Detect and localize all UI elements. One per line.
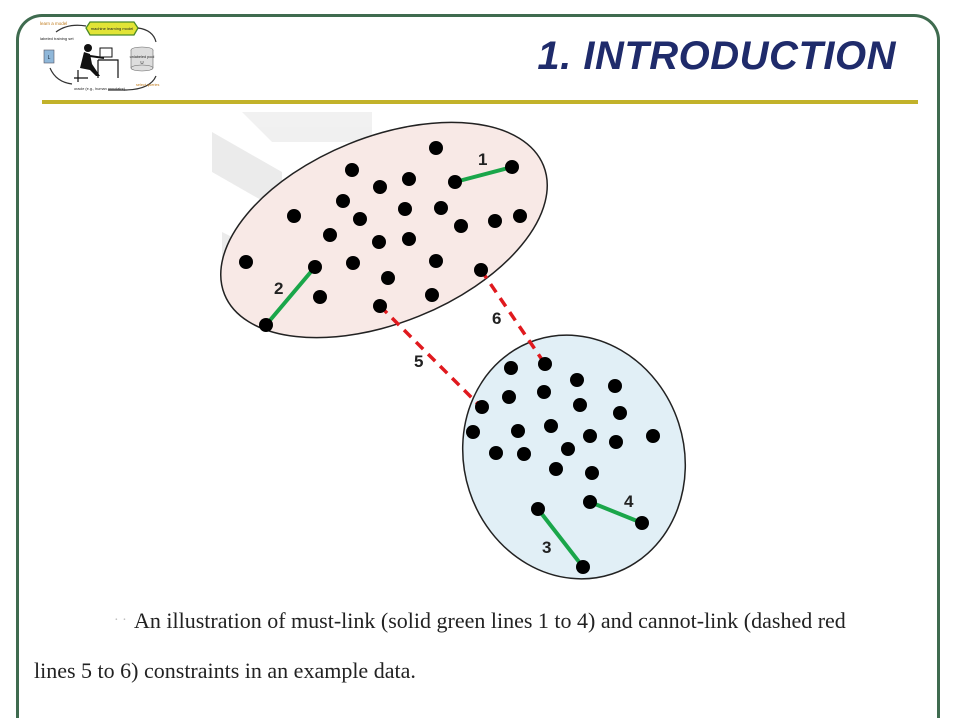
data-point: [570, 373, 584, 387]
data-point: [488, 214, 502, 228]
data-point: [287, 209, 301, 223]
data-point: [402, 232, 416, 246]
data-point: [513, 209, 527, 223]
data-point: [434, 201, 448, 215]
constraint-label-3: 3: [542, 538, 551, 557]
data-point: [336, 194, 350, 208]
caption-marker: · ·: [114, 613, 127, 628]
logo-bottom-right-label: select queries: [136, 83, 160, 87]
logo-left-label: labeled training set: [40, 36, 74, 41]
constraint-label-5: 5: [414, 352, 423, 371]
data-point: [583, 495, 597, 509]
data-point: [448, 175, 462, 189]
data-point: [517, 447, 531, 461]
unlabeled-pool-icon: [130, 46, 154, 72]
logo-bottom-arrow: [108, 75, 157, 91]
data-point: [425, 288, 439, 302]
data-point: [609, 435, 623, 449]
data-point: [502, 390, 516, 404]
data-point: [561, 442, 575, 456]
must-link-line-3: [536, 507, 585, 569]
data-point: [308, 260, 322, 274]
logo-right-var: U: [140, 60, 143, 65]
data-point: [454, 219, 468, 233]
data-point: [505, 160, 519, 174]
data-point: [573, 398, 587, 412]
data-point: [549, 462, 563, 476]
data-point: [646, 429, 660, 443]
slide-title: 1. INTRODUCTION: [537, 34, 896, 78]
data-point: [346, 256, 360, 270]
data-point: [635, 516, 649, 530]
logo-training-set: [43, 49, 55, 64]
figure-caption: · · An illustration of must-link (solid …: [34, 596, 934, 696]
data-point: [373, 299, 387, 313]
logo-top-label: learn a model: [40, 21, 67, 26]
slide-frame: [16, 14, 940, 718]
logo-top-arrow: [55, 24, 87, 33]
data-point: [576, 560, 590, 574]
constraint-label-6: 6: [492, 309, 501, 328]
must-link-line-1: [454, 165, 513, 184]
data-point: [475, 400, 489, 414]
data-point: [585, 466, 599, 480]
data-point: [353, 212, 367, 226]
constraint-label-1: 1: [478, 150, 487, 169]
must-link-line-2: [264, 265, 317, 327]
active-learning-logo: learn a model machine learning model lab…: [40, 21, 160, 91]
data-point: [537, 385, 551, 399]
data-point: [544, 419, 558, 433]
data-point: [429, 254, 443, 268]
oracle-figure-icon: [74, 44, 119, 82]
data-point: [259, 318, 273, 332]
logo-bottom-label: oracle (e.g., human annotator): [74, 87, 126, 91]
must-link-line-4: [589, 500, 643, 525]
data-point: [489, 446, 503, 460]
logo-right-label: unlabeled pool: [130, 55, 155, 59]
data-point: [608, 379, 622, 393]
caption-line-1: An illustration of must-link (solid gree…: [134, 608, 846, 633]
title-underline: [42, 100, 918, 104]
data-point: [504, 361, 518, 375]
cannot-link-line-6: [479, 269, 547, 365]
data-point: [381, 271, 395, 285]
data-point: [372, 235, 386, 249]
logo-model-box: [85, 21, 139, 36]
logo-model-label: machine learning model: [91, 26, 134, 31]
constraint-label-2: 2: [274, 279, 283, 298]
caption-line-2: lines 5 to 6) constraints in an example …: [34, 658, 416, 683]
data-point: [583, 429, 597, 443]
data-point: [323, 228, 337, 242]
data-point: [538, 357, 552, 371]
logo-left-var: L: [48, 55, 51, 61]
constraint-label-4: 4: [624, 492, 634, 511]
data-point: [239, 255, 253, 269]
data-point: [474, 263, 488, 277]
data-point: [373, 180, 387, 194]
data-point: [345, 163, 359, 177]
logo-right-arrow: [137, 27, 157, 43]
constraint-illustration: 1 2 3 4 5 6: [212, 112, 687, 580]
data-point: [313, 290, 327, 304]
cluster-a-ellipse: [220, 121, 548, 339]
cannot-link-line-5: [378, 304, 483, 409]
data-point: [511, 424, 525, 438]
data-point: [429, 141, 443, 155]
data-point: [402, 172, 416, 186]
data-point: [613, 406, 627, 420]
data-point: [398, 202, 412, 216]
data-point: [531, 502, 545, 516]
data-point: [466, 425, 480, 439]
logo-left-arrow: [49, 67, 73, 85]
